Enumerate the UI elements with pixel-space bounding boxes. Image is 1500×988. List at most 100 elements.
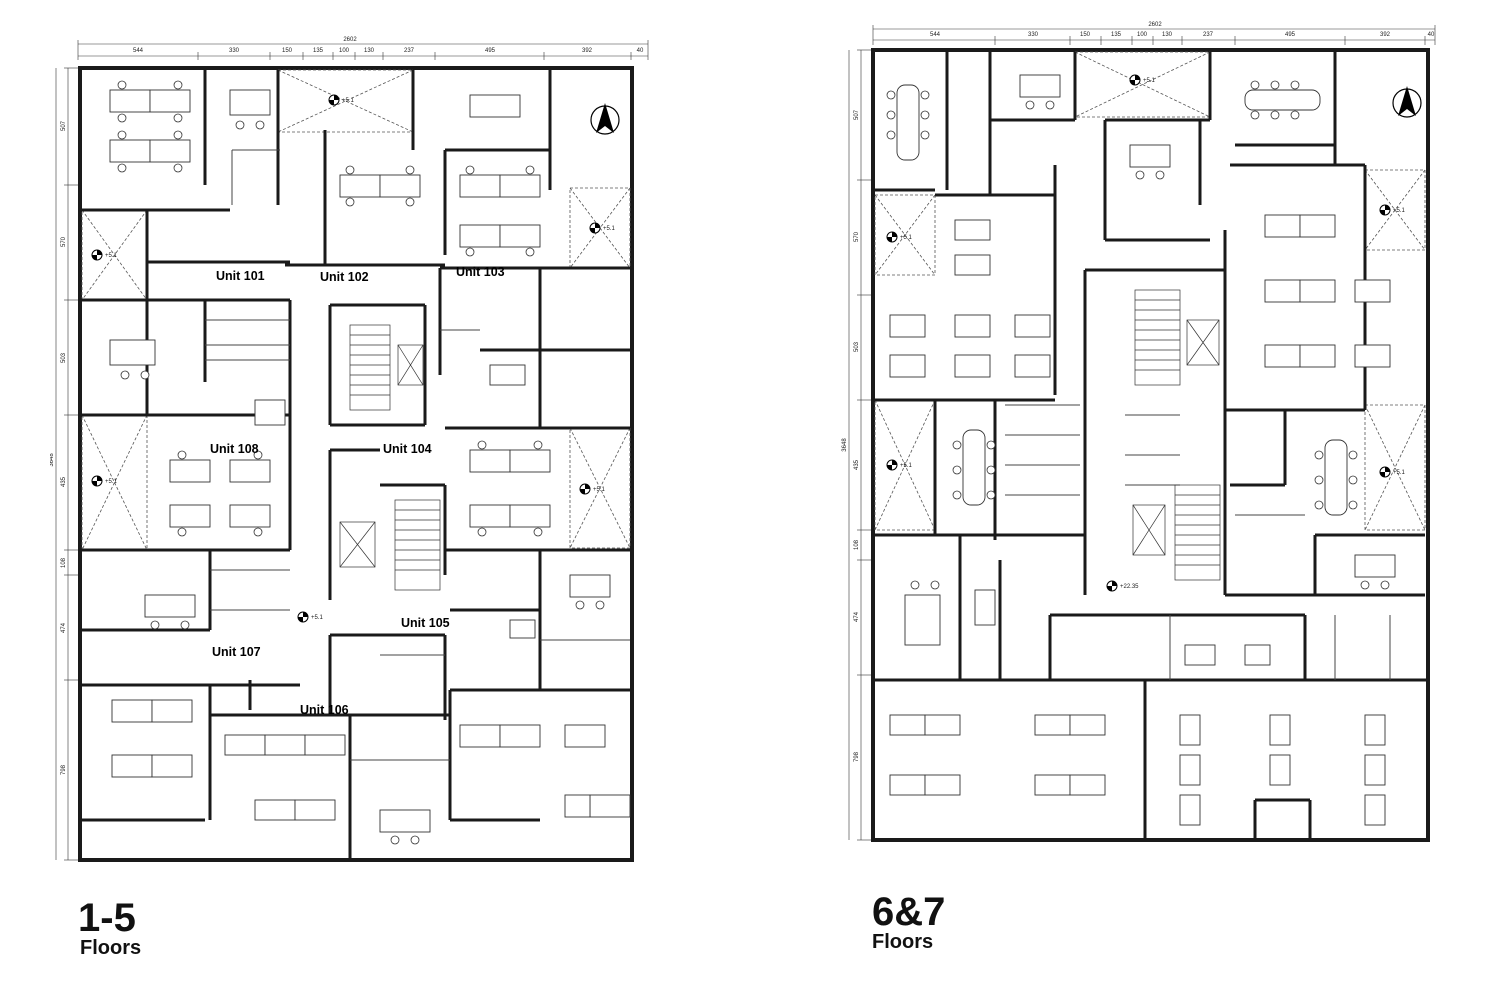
level-mark-icon [297,611,309,623]
dim-label: 108 [61,557,67,568]
level-mark-label: +5.1 [900,463,913,469]
dim-label: 503 [854,341,860,352]
level-mark-label: +22.35 [1120,584,1139,590]
unit-labels: Unit 101 Unit 102 Unit 103 Unit 104 Unit… [210,265,505,717]
north-arrow-icon [1392,86,1422,118]
level-mark-label: +5.1 [1393,470,1406,476]
floor-plan-1-5: 2602 544 330 150 135 100 130 237 495 392… [50,37,649,862]
chairs [117,80,605,845]
level-mark-icon [1129,74,1141,86]
dim-label: 798 [61,764,67,775]
office-desks [904,74,1396,666]
level-mark-icon [91,249,103,261]
unit-label-101: Unit 101 [216,269,265,283]
unit-label-106: Unit 106 [300,703,349,717]
staircase-upper [1134,289,1220,386]
dim-label: 503 [61,352,67,363]
dim-total-height: 3648 [842,438,848,452]
level-mark-label: +5.1 [311,615,324,621]
dim-label: 544 [930,32,941,38]
top-dimension-labels: 2602 544 330 150 135 100 130 237 495 392… [930,22,1435,38]
level-mark-icon [579,483,591,495]
conference-tables [896,84,1348,516]
level-mark-label: +5.1 [900,235,913,241]
north-arrow-icon [590,103,620,135]
staircase-lower [339,499,441,591]
unit-label-107: Unit 107 [212,645,261,659]
top-dimension-labels: 2602 544 330 150 135 100 130 237 495 392… [133,37,644,54]
floor-plan-6-7: 2602 544 330 150 135 100 130 237 495 392… [842,22,1436,842]
dim-label: 570 [61,236,67,247]
top-dimension-chain [872,25,1436,45]
floor-number-left: 1-5 [78,896,136,940]
interior-walls [80,70,630,860]
dim-label: 237 [404,48,415,54]
partitions [205,149,630,761]
level-mark-label: +5.1 [1393,208,1406,214]
level-mark-label: +5.1 [342,98,355,104]
floor-number-right: 6&7 [872,890,946,934]
chairs [886,80,1390,590]
exterior-walls [78,66,634,862]
unit-label-104: Unit 104 [383,442,432,456]
level-marks: +5.1 +5.1 +5.1 +5.1 +5.1 +5.1 [91,94,616,623]
workstations [109,89,631,821]
level-mark-label: +5.1 [593,487,606,493]
staircase-lower [1132,484,1221,581]
level-mark-icon [328,94,340,106]
top-dimension-chain [77,40,649,60]
side-dimension-labels: 3648 507 570 503 435 108 474 798 [50,120,67,775]
dim-label: 100 [1137,32,1148,38]
dim-label: 330 [229,48,240,54]
side-dimension-chain [848,49,873,841]
dim-label: 150 [282,48,293,54]
dim-label: 135 [313,48,324,54]
side-dimension-chain [55,67,80,861]
dim-label: 507 [854,109,860,120]
dim-label: 495 [485,48,496,54]
dim-total-width: 2602 [1148,22,1162,28]
dim-total-height: 3648 [50,453,55,467]
dim-label: 237 [1203,32,1214,38]
level-mark-icon [886,459,898,471]
dim-label: 474 [61,622,67,633]
dim-label: 130 [1162,32,1173,38]
side-dimension-labels: 3648 507 570 503 435 108 474 798 [842,109,860,762]
dim-label: 40 [637,48,644,54]
dim-label: 392 [582,48,593,54]
unit-label-108: Unit 108 [210,442,259,456]
level-mark-label: +5.1 [105,479,118,485]
level-marks: +5.1 +5.1 +5.1 +5.1 +5.1 +22.35 [886,74,1406,592]
office-desks [109,89,611,833]
dim-label: 330 [1028,32,1039,38]
level-mark-icon [1106,580,1118,592]
dim-label: 474 [854,611,860,622]
level-mark-icon [886,231,898,243]
level-mark-label: +5.1 [105,253,118,259]
workstations [889,214,1391,826]
dim-label: 392 [1380,32,1391,38]
unit-label-103: Unit 103 [456,265,505,279]
dim-label: 544 [133,48,144,54]
staircase-upper [349,324,424,411]
floor-caption-right: Floors [872,931,934,953]
dim-label: 150 [1080,32,1091,38]
dim-label: 435 [61,476,67,487]
dim-label: 130 [364,48,375,54]
unit-label-105: Unit 105 [401,616,450,630]
dim-label: 570 [854,231,860,242]
dim-label: 100 [339,48,350,54]
floor-caption-left: Floors [80,937,142,959]
partitions [1005,404,1391,680]
level-mark-icon [1379,204,1391,216]
dim-label: 798 [854,751,860,762]
level-mark-icon [589,222,601,234]
level-mark-icon [91,475,103,487]
level-mark-label: +5.1 [1143,78,1156,84]
dim-label: 40 [1428,32,1435,38]
level-mark-icon [1379,466,1391,478]
unit-label-102: Unit 102 [320,270,369,284]
level-mark-label: +5.1 [603,226,616,232]
dim-total-width: 2602 [343,37,357,43]
dim-label: 135 [1111,32,1122,38]
